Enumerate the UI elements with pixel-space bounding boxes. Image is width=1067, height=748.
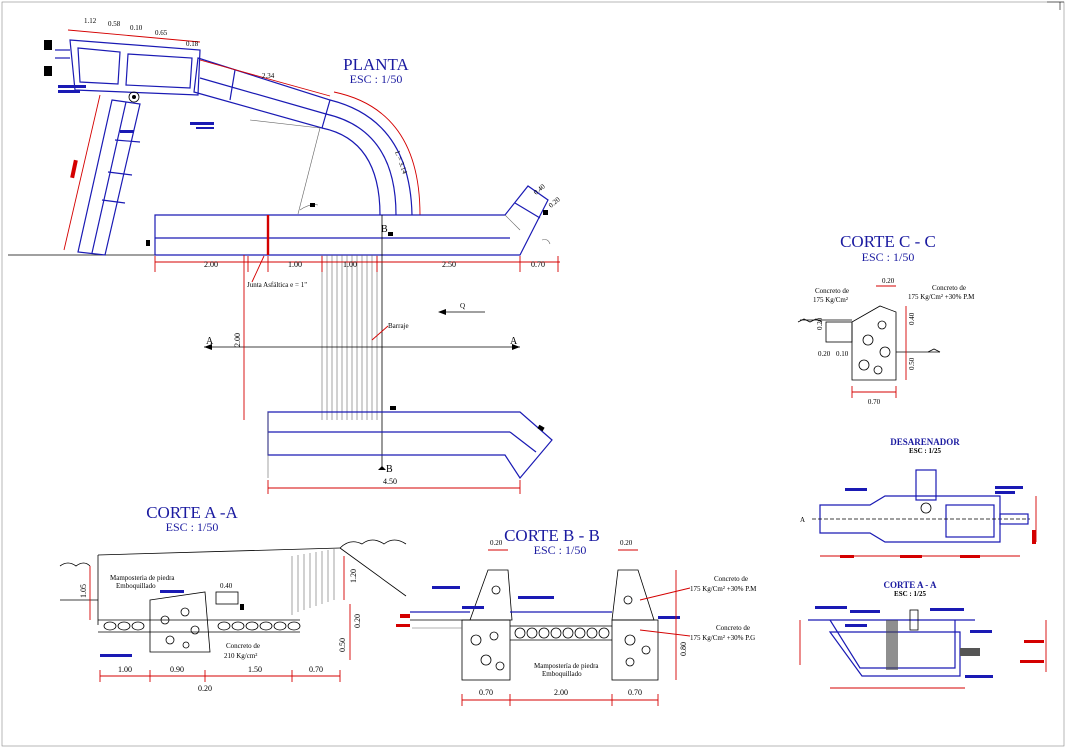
cc-scale: ESC : 1/50	[862, 250, 915, 264]
barraje-stripes: Barraje	[321, 255, 409, 420]
desarenador-mark: A	[800, 516, 805, 524]
cc-dim-small-1: 0.20	[818, 350, 831, 358]
plan-section-b-top: B	[381, 224, 388, 235]
aa-dim-mark: 0.40	[220, 582, 233, 590]
cc-concrete-right-1: Concreto de	[932, 284, 966, 292]
plan-dim-vertical: 2.00	[233, 333, 242, 347]
desarenador-scale: ESC : 1/25	[909, 447, 941, 455]
plan-dim-4: 2.50	[442, 260, 456, 269]
svg-text:2.34: 2.34	[262, 72, 275, 80]
cc-dim-small-2: 0.10	[836, 350, 849, 358]
section-bb: CORTE B - B ESC : 1/50 0.20 0.20	[396, 526, 757, 706]
small-section-aa: CORTE A - A ESC : 1/25	[799, 580, 1047, 689]
flow-arrow: Q	[438, 302, 485, 315]
dam-body-upper: B 0.40 0.20	[146, 182, 562, 470]
bb-concrete-top-1: Concreto de	[714, 575, 748, 583]
aa-dim-right: 1.20	[349, 569, 358, 583]
plan-section-a-left: A	[206, 336, 214, 347]
aa-dim-v-a: 0.20	[353, 614, 362, 628]
cc-concrete-left-2: 175 Kg/Cm²	[813, 296, 848, 304]
aa-dim-1: 1.00	[118, 665, 132, 674]
bb-masonry-2: Emboquillado	[542, 670, 582, 678]
cc-title: CORTE C - C	[840, 232, 936, 251]
aa-title: CORTE A -A	[146, 503, 238, 522]
arc-length: L = 3.14	[393, 150, 409, 175]
plan-dim-bottom: 4.50	[383, 477, 397, 486]
bb-concrete-bottom-1: Concreto de	[716, 624, 750, 632]
bb-scale: ESC : 1/50	[534, 543, 587, 557]
plan-dimensions: 2.00 1.00 1.00 2.50 0.70 2.00 4.50 Junta…	[154, 255, 560, 494]
desarenador-title: DESARENADOR	[890, 437, 960, 447]
plan-scale: ESC : 1/50	[350, 72, 403, 86]
plan-dim-2: 1.00	[288, 260, 302, 269]
bb-dim-top-right: 0.20	[620, 539, 633, 547]
cc-concrete-left-1: Concreto de	[815, 287, 849, 295]
corner-dim-b: 0.20	[547, 195, 562, 209]
aa-masonry-2: Emboquillado	[116, 582, 156, 590]
aa-dim-under: 0.20	[198, 684, 212, 693]
plan-section-a-right: A	[510, 336, 518, 347]
bb-dim-v: 0.80	[679, 642, 688, 656]
svg-text:0.65: 0.65	[155, 29, 168, 37]
aa-concrete-2: 210 Kg/cm²	[224, 652, 257, 660]
small-aa-scale: ESC : 1/25	[894, 590, 926, 598]
desarenador-plan: DESARENADOR ESC : 1/25 A	[800, 437, 1037, 558]
svg-text:0.18: 0.18	[186, 40, 199, 48]
barraje-label: Barraje	[388, 322, 409, 330]
bb-masonry-1: Mampostería de piedra	[534, 662, 599, 670]
bb-dim-top-left: 0.20	[490, 539, 503, 547]
aa-dim-3: 1.50	[248, 665, 262, 674]
small-aa-title: CORTE A - A	[884, 580, 937, 590]
cc-dim-bottom: 0.70	[868, 398, 881, 406]
svg-text:0.10: 0.10	[130, 24, 143, 32]
flow-label: Q	[460, 302, 465, 310]
section-line-aa: A A	[204, 336, 520, 350]
aa-dim-2: 0.90	[170, 665, 184, 674]
aa-scale: ESC : 1/50	[166, 520, 219, 534]
plan-view: PLANTA ESC : 1/50 1.12 0.58 0.10 0.65 0.…	[8, 17, 562, 494]
conduction-channel: 2.34 L = 3.14	[193, 57, 421, 216]
aa-concrete-1: Concreto de	[226, 642, 260, 650]
plan-section-b-bottom: B	[386, 464, 393, 475]
junta-label: Junta Asfáltica e = 1"	[247, 281, 307, 289]
bb-title: CORTE B - B	[504, 526, 600, 545]
cc-dim-v3: 0.20	[816, 317, 824, 330]
cc-concrete-right-2: 175 Kg/Cm² +30% P.M	[908, 293, 975, 301]
intake-structure: 1.12 0.58 0.10 0.65 0.18	[44, 17, 214, 133]
aa-masonry-1: Mamposteria de piedra	[110, 574, 175, 582]
bb-dim-3: 0.70	[628, 688, 642, 697]
bb-dim-1: 0.70	[479, 688, 493, 697]
section-aa: CORTE A -A ESC : 1/50	[59, 503, 407, 693]
section-cc: CORTE C - C ESC : 1/50 Concreto de 175 K…	[797, 232, 975, 406]
dam-body-lower: B	[267, 406, 553, 480]
diagonal-channel	[63, 94, 141, 256]
cc-dim-v2: 0.50	[908, 357, 916, 370]
aa-dim-v-b: 0.50	[338, 638, 347, 652]
plan-dim-3: 1.00	[343, 260, 357, 269]
plan-dim-5: 0.70	[531, 260, 545, 269]
cc-dim-top: 0.20	[882, 277, 895, 285]
aa-dim-left: 1.05	[79, 584, 88, 598]
cc-dim-v1: 0.40	[908, 312, 916, 325]
aa-dim-4: 0.70	[309, 665, 323, 674]
svg-text:1.12: 1.12	[84, 17, 97, 25]
svg-text:0.58: 0.58	[108, 20, 121, 28]
bb-concrete-top-2: 175 Kg/Cm² +30% P.M	[690, 585, 757, 593]
plan-title: PLANTA	[343, 55, 409, 74]
bb-concrete-bottom-2: 175 Kg/Cm² +30% P.G	[690, 634, 755, 642]
corner-dim-a: 0.40	[532, 182, 547, 196]
bb-dim-2: 2.00	[554, 688, 568, 697]
plan-dim-1: 2.00	[204, 260, 218, 269]
